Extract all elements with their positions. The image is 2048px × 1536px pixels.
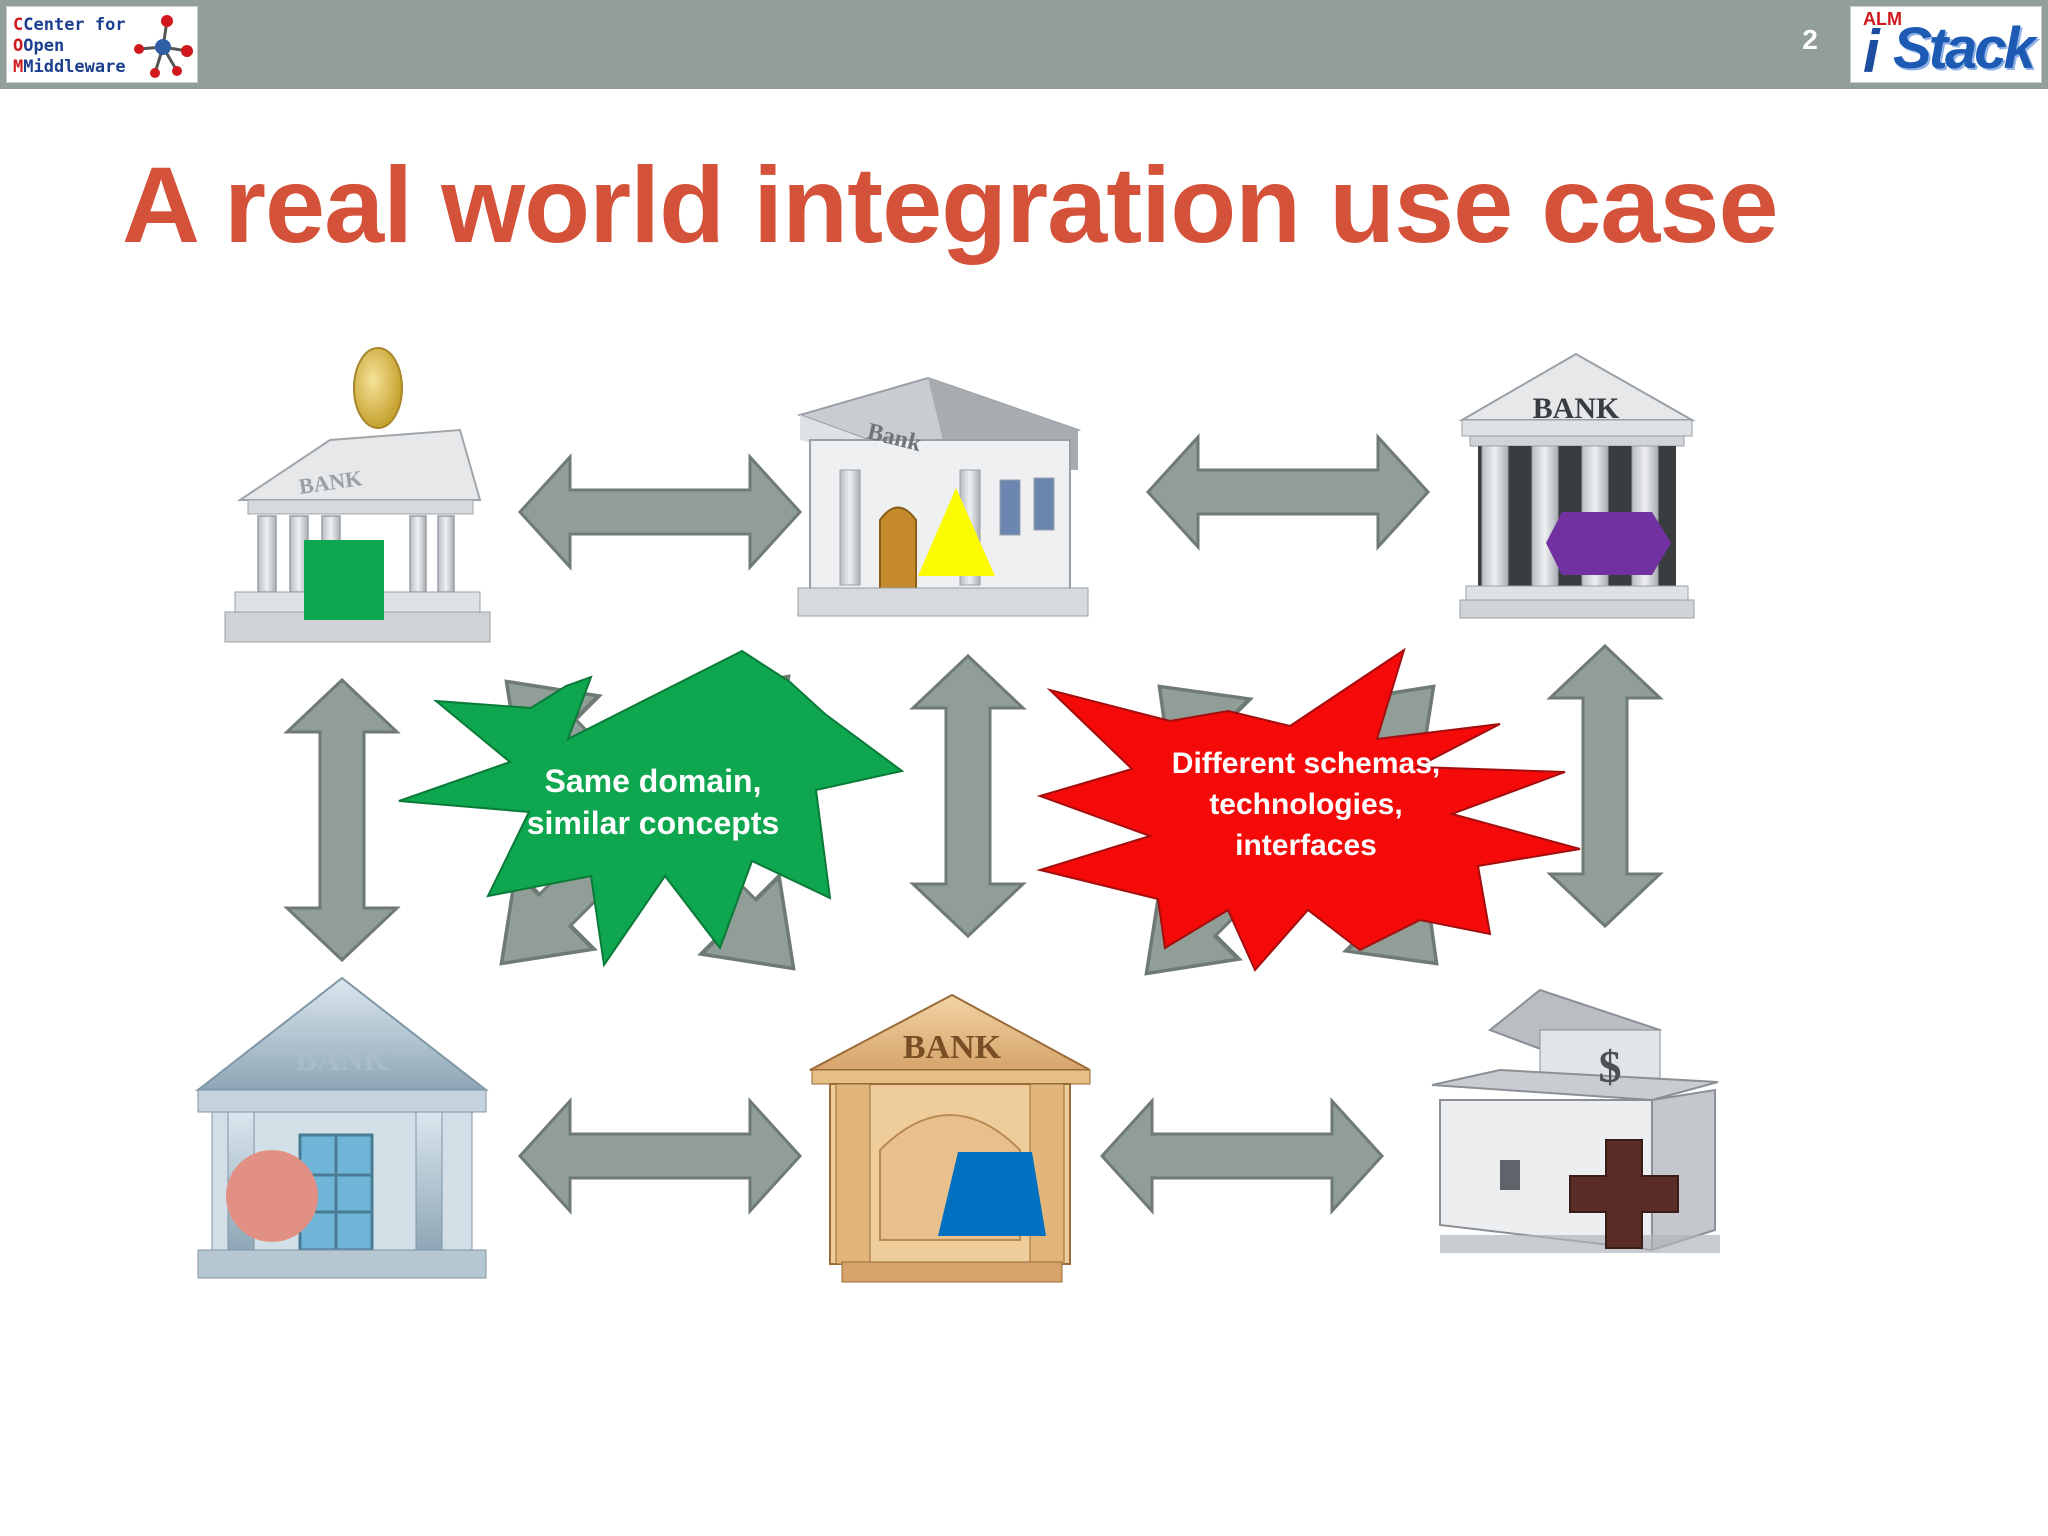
coin-icon (353, 347, 403, 429)
bank-6-label: $ (1599, 1041, 1622, 1092)
alm-text: ALM (1863, 9, 1902, 29)
green-callout-line1: Same domain, (545, 763, 762, 799)
red-callout-line3: interfaces (1235, 829, 1377, 862)
bank-3[interactable]: BANK (1458, 352, 1696, 619)
bank-4-label: BANK (296, 1041, 389, 1077)
molecule-icon (134, 15, 193, 78)
bank-2-shape-triangle (918, 488, 995, 576)
alm-istack-logo[interactable]: ALM i Stack (1850, 6, 2042, 83)
bank-5[interactable]: BANK (809, 993, 1091, 1283)
slide-title: A real world integration use case (122, 144, 1779, 265)
bank-1[interactable]: BANK (224, 347, 491, 643)
bank-6[interactable]: $ (1431, 988, 1720, 1253)
istack-i-text: i (1863, 18, 1880, 83)
red-burst-callout: Different schemas, technologies, interfa… (1036, 647, 1581, 972)
logo-line3: Middleware (23, 57, 126, 77)
red-callout-line2: technologies, (1209, 788, 1402, 821)
bank-4[interactable]: BANK (195, 976, 489, 1279)
page-number: 2 (1802, 24, 1818, 55)
logo-left-text: CCenter for OOpen MMiddleware (13, 15, 126, 77)
bank-3-label: BANK (1533, 392, 1620, 425)
bank-5-shape-trapezoid (938, 1152, 1046, 1236)
center-for-open-middleware-logo[interactable]: CCenter for OOpen MMiddleware (6, 6, 198, 83)
arrow-bank1-bank2 (518, 455, 802, 569)
arrow-bank2-bank5 (911, 654, 1025, 938)
bank-6-shape-cross (1569, 1139, 1679, 1249)
arrow-bank3-bank6 (1548, 644, 1662, 928)
green-burst-callout: Same domain, similar concepts (398, 649, 905, 968)
arrow-bank4-bank5 (518, 1099, 802, 1213)
green-callout-line2: similar concepts (527, 805, 780, 841)
bank-1-shape-square (304, 540, 384, 620)
istack-name-text: Stack (1893, 16, 2036, 81)
header-bar: CCenter for OOpen MMiddleware 2 ALM i St… (0, 0, 2048, 89)
arrow-bank1-bank4 (285, 678, 399, 962)
arrow-bank5-bank6 (1100, 1099, 1384, 1213)
red-callout-line1: Different schemas, (1172, 747, 1440, 780)
logo-line1: Center for (23, 15, 126, 35)
bank-5-label: BANK (903, 1029, 1002, 1066)
logo-line2: Open (23, 36, 65, 56)
bank-2[interactable]: Bank (796, 376, 1089, 617)
arrow-bank2-bank3 (1146, 435, 1430, 549)
bank-3-shape-hexagon (1546, 512, 1671, 575)
bank-4-shape-circle (226, 1150, 318, 1242)
